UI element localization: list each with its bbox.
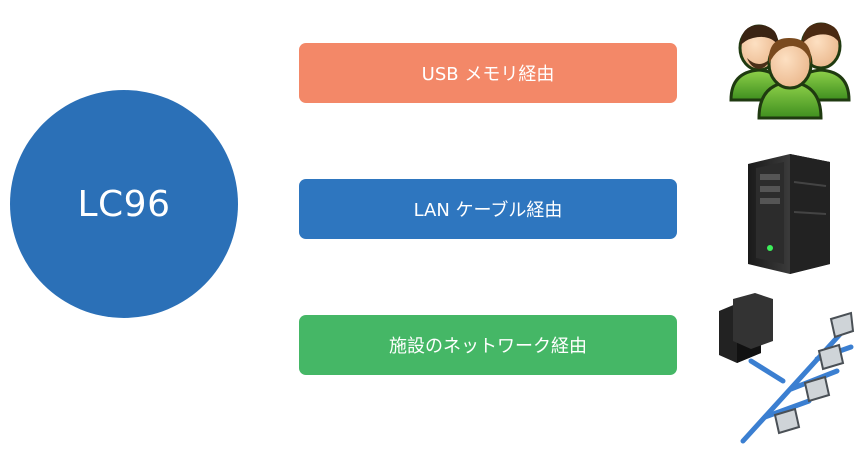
device-label: LC96 bbox=[77, 183, 171, 225]
method-lan-button[interactable]: LAN ケーブル経由 bbox=[299, 179, 677, 239]
network-icon bbox=[719, 293, 855, 444]
method-usb-button[interactable]: USB メモリ経由 bbox=[299, 43, 677, 103]
server-icon bbox=[748, 154, 830, 274]
method-usb-label: USB メモリ経由 bbox=[421, 64, 555, 85]
method-lan-label: LAN ケーブル経由 bbox=[413, 200, 563, 221]
method-network-label: 施設のネットワーク経由 bbox=[389, 336, 587, 357]
device-circle: LC96 bbox=[10, 90, 238, 318]
method-network-button[interactable]: 施設のネットワーク経由 bbox=[299, 315, 677, 375]
users-icon bbox=[729, 22, 851, 120]
